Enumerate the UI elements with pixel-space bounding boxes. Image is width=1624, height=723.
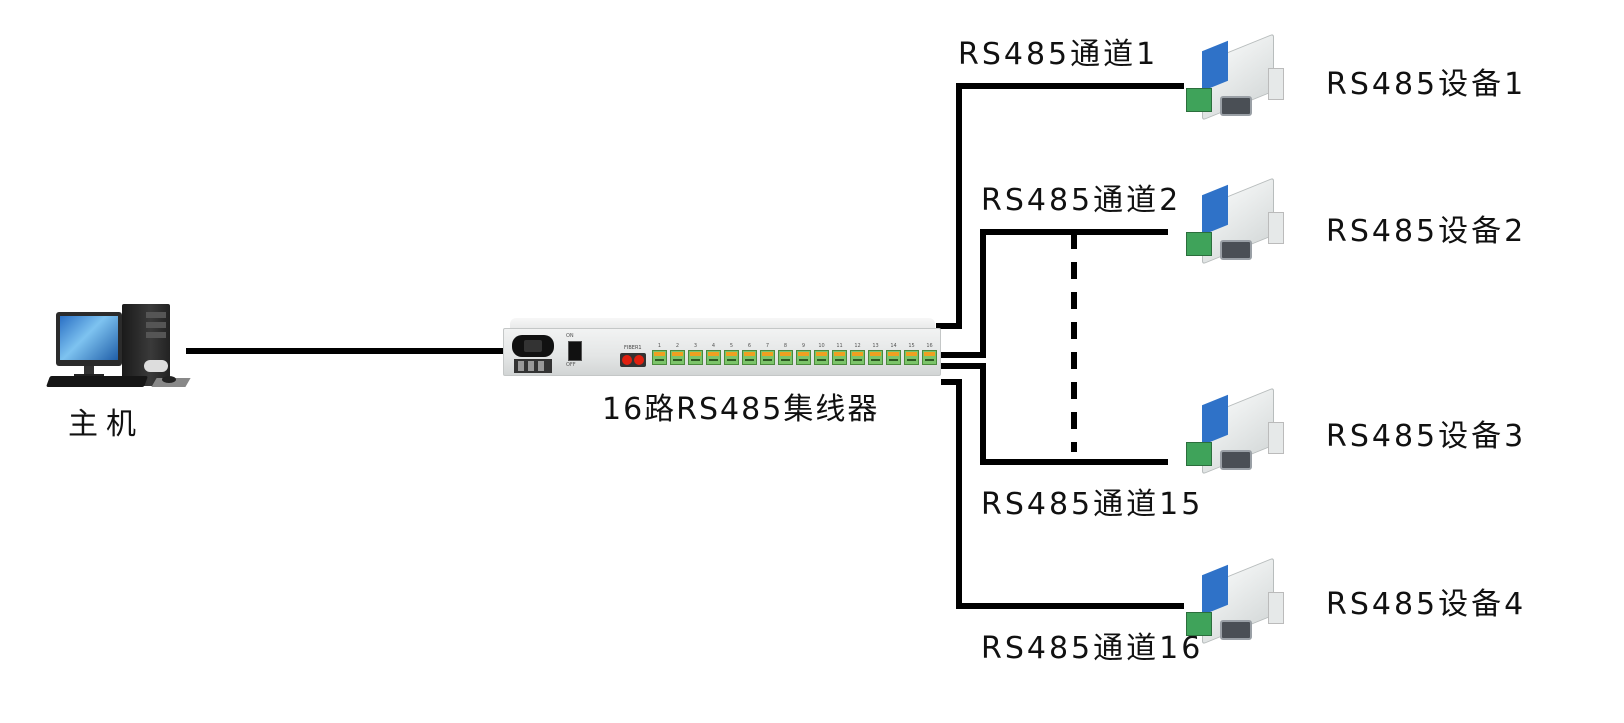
hub-port-number: 13 — [872, 343, 879, 349]
terminal-connector-icon — [832, 350, 847, 365]
hub-port-number: 3 — [693, 343, 698, 349]
host-label: 主机 — [68, 407, 144, 442]
rs485-device-3-icon — [1184, 387, 1284, 476]
hub-port-number: 7 — [765, 343, 770, 349]
mouse-icon — [162, 376, 176, 383]
hub-port-number: 12 — [854, 343, 861, 349]
terminal-connector-icon — [886, 350, 901, 365]
hub-port: 9 — [796, 343, 811, 365]
device-2-label: RS485设备2 — [1326, 214, 1527, 249]
terminal-connector-icon — [850, 350, 865, 365]
hub-port-number: 1 — [657, 343, 662, 349]
fiber-port-label: FIBER1 — [624, 345, 642, 351]
channel-15-label: RS485通道15 — [981, 487, 1204, 522]
hub-port: 7 — [760, 343, 775, 365]
channel-1-wire — [936, 83, 1184, 329]
device-4-label: RS485设备4 — [1326, 587, 1527, 622]
hub-port: 11 — [832, 343, 847, 365]
pc-tower-icon — [122, 304, 170, 386]
terminal-connector-icon — [688, 350, 703, 365]
terminal-connector-icon — [868, 350, 883, 365]
rs485-device-1-icon — [1184, 33, 1284, 122]
terminal-connector-icon — [778, 350, 793, 365]
terminal-block-icon — [514, 359, 552, 373]
device-1-label: RS485设备1 — [1326, 67, 1527, 102]
hub-port-number: 11 — [836, 343, 843, 349]
channel-16-wire — [941, 379, 1184, 609]
rs485-device-2-icon — [1184, 177, 1284, 266]
hub-port-number: 2 — [675, 343, 680, 349]
hub-port-number: 4 — [711, 343, 716, 349]
power-socket-icon — [512, 335, 554, 357]
device-3-label: RS485设备3 — [1326, 419, 1527, 454]
hub-port: 12 — [850, 343, 865, 365]
hub-port: 6 — [742, 343, 757, 365]
channel-16-label: RS485通道16 — [981, 631, 1204, 666]
channel-2-label: RS485通道2 — [981, 183, 1182, 218]
terminal-connector-icon — [670, 350, 685, 365]
terminal-connector-icon — [724, 350, 739, 365]
fiber-port-icon — [620, 353, 646, 367]
hub-port: 4 — [706, 343, 721, 365]
hub-port: 8 — [778, 343, 793, 365]
terminal-connector-icon — [922, 350, 937, 365]
terminal-connector-icon — [814, 350, 829, 365]
hub-port-number: 10 — [818, 343, 825, 349]
terminal-connector-icon — [706, 350, 721, 365]
terminal-connector-icon — [742, 350, 757, 365]
hub-port: 3 — [688, 343, 703, 365]
power-off-label: OFF — [566, 362, 576, 368]
terminal-connector-icon — [904, 350, 919, 365]
terminal-connector-icon — [796, 350, 811, 365]
hub-port-number: 16 — [926, 343, 933, 349]
hub-port-number: 8 — [783, 343, 788, 349]
hub-port: 14 — [886, 343, 901, 365]
hub-port-number: 15 — [908, 343, 915, 349]
hub-port: 10 — [814, 343, 829, 365]
hub-port: 15 — [904, 343, 919, 365]
keyboard-icon — [45, 376, 149, 387]
host-computer — [44, 300, 194, 400]
hub-label: 16路RS485集线器 — [602, 392, 880, 427]
hub-port: 1 — [652, 343, 667, 365]
power-on-label: ON — [566, 333, 574, 339]
hub-port-number: 14 — [890, 343, 897, 349]
terminal-connector-icon — [760, 350, 775, 365]
hub-port: 2 — [670, 343, 685, 365]
hub-port: 13 — [868, 343, 883, 365]
channel-15-wire — [941, 363, 1168, 465]
channel-2-wire — [941, 229, 1168, 358]
hub-port-number: 5 — [729, 343, 734, 349]
hub-port-number: 6 — [747, 343, 752, 349]
terminal-connector-icon — [652, 350, 667, 365]
rs485-device-4-icon — [1184, 557, 1284, 646]
hub-port-number: 9 — [801, 343, 806, 349]
channel-1-label: RS485通道1 — [958, 37, 1159, 72]
hub-port: 16 — [922, 343, 937, 365]
monitor-icon — [56, 312, 122, 366]
hub-port: 5 — [724, 343, 739, 365]
power-switch-icon — [568, 341, 582, 361]
